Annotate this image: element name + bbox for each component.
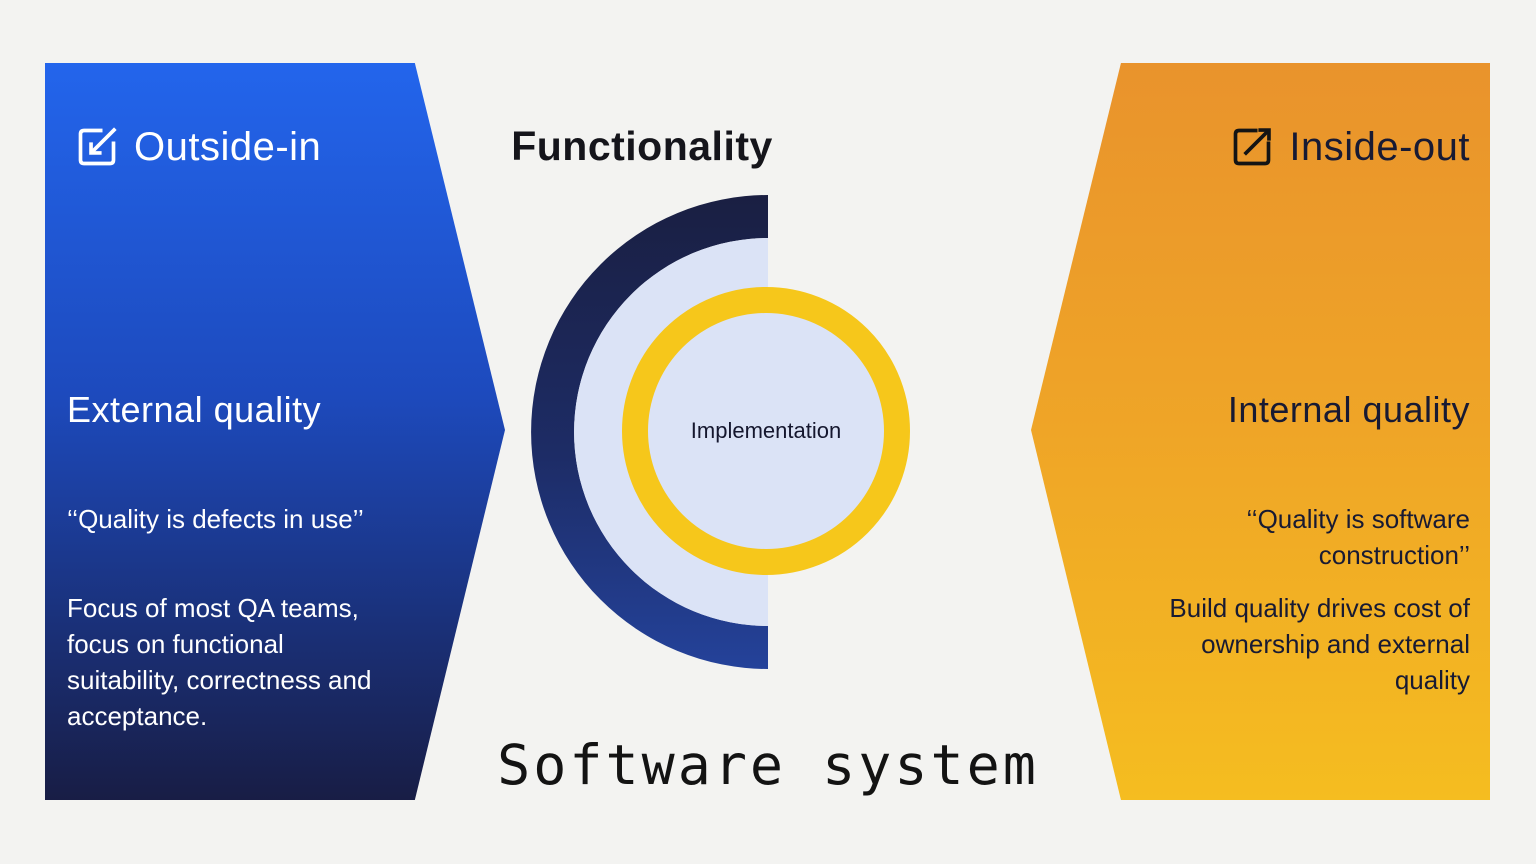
external-quality-subheading: External quality: [67, 389, 322, 430]
arrow-out-of-square-icon: [1233, 128, 1272, 166]
internal-quality-quote: ‘‘Quality is software construction’’: [1246, 504, 1471, 570]
outside-in-header: Outside-in: [75, 123, 321, 171]
software-system-diagram: Implementation: [531, 195, 910, 669]
internal-quality-subheading: Internal quality: [1227, 389, 1470, 430]
inside-out-panel: Inside-out Internal quality ‘‘Quality is…: [1031, 63, 1490, 800]
implementation-ring: [622, 287, 910, 575]
software-system-label: Software system: [497, 733, 1039, 797]
functionality-arc: [531, 195, 768, 669]
inside-out-header: Inside-out: [1230, 123, 1470, 171]
inside-out-title: Inside-out: [1289, 125, 1470, 169]
internal-quality-description: Build quality drives cost of ownership a…: [1169, 593, 1470, 695]
functionality-label: Functionality: [511, 123, 773, 169]
external-quality-quote: ‘‘Quality is defects in use’’: [67, 504, 364, 534]
outside-in-title: Outside-in: [134, 125, 322, 169]
external-quality-description: Focus of most QA teams, focus on functio…: [67, 593, 372, 731]
outside-in-panel: Outside-in External quality ‘‘Quality is…: [45, 63, 505, 800]
implementation-label: Implementation: [691, 418, 841, 443]
arrow-into-square-icon: [78, 127, 117, 166]
